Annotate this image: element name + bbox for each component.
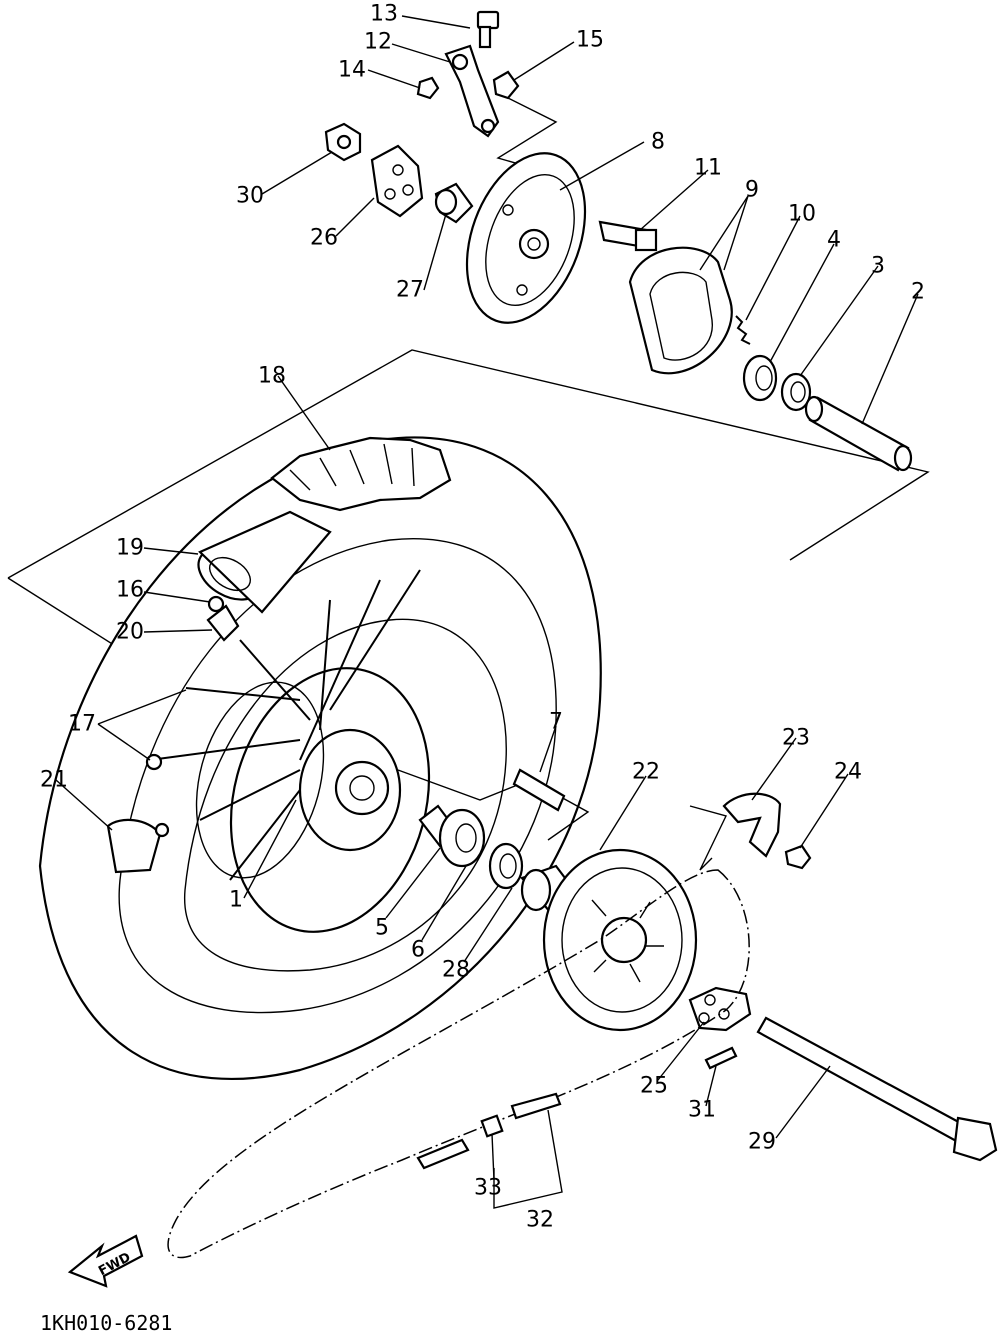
part-1-hub <box>195 667 431 933</box>
callout-24: 24 <box>834 760 862 785</box>
fwd-arrow: FWD <box>67 1234 144 1288</box>
callout-7: 7 <box>549 710 563 735</box>
part-13-bolt <box>476 10 500 49</box>
callout-14: 14 <box>338 58 366 83</box>
callout-11: 11 <box>694 156 722 181</box>
part-23-lock-washer <box>722 792 782 858</box>
part-20-rim-band <box>206 604 240 642</box>
part-32-drive-chain <box>167 869 750 1259</box>
part-24-nut <box>784 844 812 870</box>
part-19-tube <box>197 510 332 614</box>
callout-32: 32 <box>526 1208 554 1233</box>
callout-19: 19 <box>116 536 144 561</box>
callout-20: 20 <box>116 620 144 645</box>
part-22-driven-sprocket <box>542 848 698 1032</box>
callout-31: 31 <box>688 1098 716 1123</box>
part-27-collar <box>434 182 474 224</box>
part-10-spring <box>735 315 751 345</box>
callout-21: 21 <box>40 768 68 793</box>
part-11-brake-cam <box>598 220 658 252</box>
callout-13: 13 <box>370 2 398 27</box>
part-29-wheel-axle <box>756 1016 998 1162</box>
part-16-nut <box>207 595 225 613</box>
part-6-bearing <box>438 808 486 868</box>
part-21-tire-lock <box>106 818 170 874</box>
part-8-brake-shoe-plate <box>465 152 587 324</box>
part-9-brake-shoes <box>628 246 733 375</box>
part-17-spokes <box>145 569 421 881</box>
callout-6: 6 <box>411 938 425 963</box>
part-7-stud-bolt <box>512 768 566 812</box>
callout-30: 30 <box>236 184 264 209</box>
part-33-chain-joint <box>480 1114 504 1138</box>
part-31-bolt <box>704 1046 738 1070</box>
callout-4: 4 <box>827 228 841 253</box>
callout-5: 5 <box>375 916 389 941</box>
part-26-chain-puller <box>370 144 424 218</box>
part-4-bearing <box>742 354 778 402</box>
part-2-collar <box>804 395 913 472</box>
diagram-code: 1KH010-6281 <box>40 1311 172 1335</box>
callout-16: 16 <box>116 578 144 603</box>
callout-26: 26 <box>310 226 338 251</box>
callout-10: 10 <box>788 202 816 227</box>
part-14-nut <box>416 76 440 100</box>
callout-1: 1 <box>229 888 243 913</box>
callout-18: 18 <box>258 364 286 389</box>
part-15-indicator <box>492 70 520 100</box>
part-30-nut <box>324 122 362 162</box>
part-28-collar <box>488 842 524 890</box>
callout-8: 8 <box>651 130 665 155</box>
callout-12: 12 <box>364 30 392 55</box>
callout-25: 25 <box>640 1074 668 1099</box>
callout-23: 23 <box>782 726 810 751</box>
callout-28: 28 <box>442 958 470 983</box>
callout-17: 17 <box>68 712 96 737</box>
part-25-chain-puller <box>688 986 752 1032</box>
callout-3: 3 <box>871 254 885 279</box>
callout-2: 2 <box>911 280 925 305</box>
callout-27: 27 <box>396 278 424 303</box>
callout-9: 9 <box>745 178 759 203</box>
part-3-oil-seal <box>780 372 812 412</box>
callout-22: 22 <box>632 760 660 785</box>
part-12-cam-lever <box>444 44 500 138</box>
leader-lines <box>55 15 919 1209</box>
callout-33: 33 <box>474 1176 502 1201</box>
callout-29: 29 <box>748 1130 776 1155</box>
callout-15: 15 <box>576 28 604 53</box>
callout-numbers: 13 12 15 14 8 11 9 10 4 3 2 30 26 27 18 … <box>40 2 925 1233</box>
